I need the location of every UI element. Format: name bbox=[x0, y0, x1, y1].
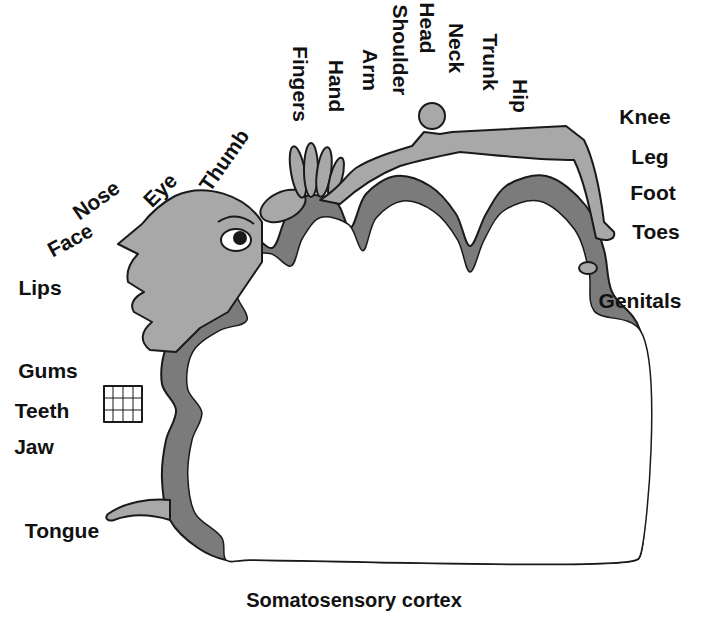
caption: Somatosensory cortex bbox=[246, 590, 462, 610]
tongue bbox=[106, 500, 170, 521]
body-part-label: Jaw bbox=[14, 436, 54, 457]
head bbox=[419, 103, 445, 129]
body-part-label: Toes bbox=[632, 221, 679, 242]
body-part-label: Lips bbox=[18, 277, 61, 298]
face-profile bbox=[118, 190, 262, 352]
body-part-label: Hip bbox=[510, 79, 531, 113]
body-part-label: Hand bbox=[326, 60, 347, 113]
body-part-label: Face bbox=[44, 219, 96, 260]
body-part-label: Gums bbox=[18, 360, 78, 381]
body-part-label: Knee bbox=[619, 106, 670, 127]
pupil bbox=[234, 232, 246, 244]
body-part-label: Fingers bbox=[290, 46, 311, 122]
body-part-label: Neck bbox=[446, 23, 467, 73]
body-part-label: Leg bbox=[631, 146, 668, 167]
homunculus-figure bbox=[104, 103, 614, 521]
eyebrow bbox=[218, 216, 254, 224]
body-part-label: Tongue bbox=[25, 520, 99, 541]
body-part-label: Nose bbox=[69, 177, 123, 224]
teeth-lines bbox=[104, 386, 142, 422]
body-part-label: Head bbox=[417, 2, 438, 53]
body-part-label: Genitals bbox=[599, 290, 682, 311]
body-part-label: Teeth bbox=[15, 400, 69, 421]
eye bbox=[221, 229, 251, 251]
body-part-label: Arm bbox=[360, 49, 381, 91]
body-part-label: Eye bbox=[139, 169, 180, 210]
teeth bbox=[104, 386, 142, 422]
body-part-label: Foot bbox=[630, 182, 675, 203]
body-part-label: Thumb bbox=[195, 125, 252, 194]
genitals bbox=[579, 262, 597, 274]
body-part-label: Shoulder bbox=[390, 4, 411, 95]
body-part-label: Trunk bbox=[480, 33, 501, 90]
body-arm-leg bbox=[320, 126, 614, 240]
